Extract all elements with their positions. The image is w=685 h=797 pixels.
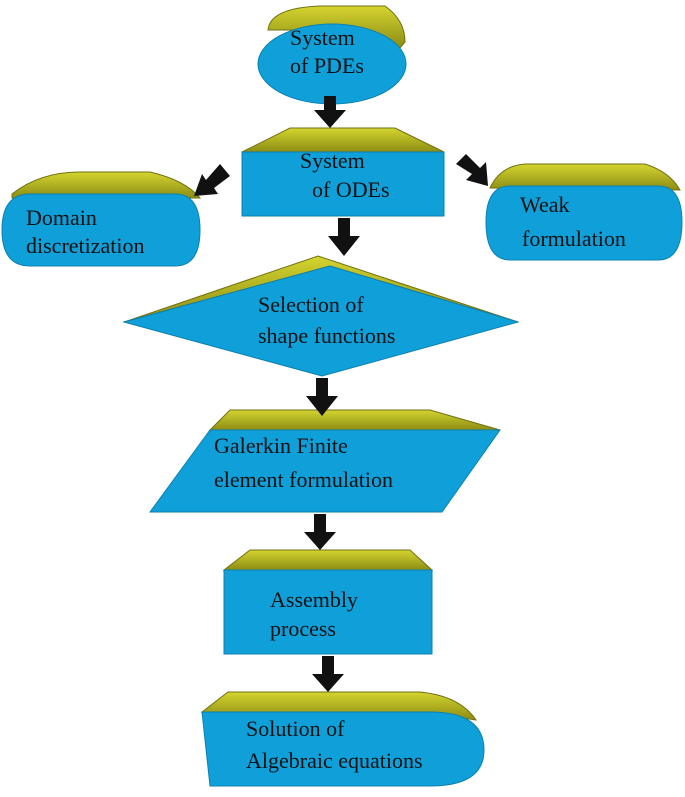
node-solution-of-algebraic-equations: [200, 691, 485, 787]
odes-label-line1: System: [300, 148, 365, 173]
node-galerkin-formulation: [149, 409, 501, 513]
weak-label-line1: Weak: [520, 192, 570, 217]
node-system-of-pdes: [257, 5, 407, 105]
pdes-label-line1: System: [290, 25, 355, 50]
node-assembly-process: [222, 549, 434, 655]
node-system-of-odes: [241, 127, 445, 217]
galerkin-label-line1: Galerkin Finite: [214, 433, 348, 458]
arrow-galerkin-to-assembly: [304, 514, 336, 550]
odes-label-line2: of ODEs: [312, 177, 390, 202]
pdes-label-line2: of PDEs: [290, 53, 364, 78]
node-domain-discretization: [1, 171, 202, 267]
domain-label-line2: discretization: [26, 233, 145, 258]
solution-label-line2: Algebraic equations: [246, 748, 423, 773]
galerkin-label-line2: element formulation: [214, 467, 393, 492]
shape-label-line2: shape functions: [258, 323, 396, 348]
arrow-assembly-to-solution: [312, 656, 344, 692]
assembly-label-line1: Assembly: [270, 587, 358, 612]
arrow-odes-to-weak: [456, 154, 488, 186]
arrow-shape-to-galerkin: [306, 378, 338, 416]
solution-label-line1: Solution of: [246, 716, 345, 741]
shape-label-line1: Selection of: [258, 292, 364, 317]
assembly-label-line2: process: [270, 616, 336, 641]
node-weak-formulation: [485, 163, 683, 261]
arrow-odes-to-shape: [328, 218, 360, 256]
arrow-pdes-to-odes: [314, 96, 346, 128]
domain-label-line1: Domain: [26, 205, 97, 230]
node-selection-of-shape-functions: [122, 255, 520, 377]
weak-label-line2: formulation: [522, 226, 626, 251]
arrow-odes-to-domain: [194, 164, 230, 196]
